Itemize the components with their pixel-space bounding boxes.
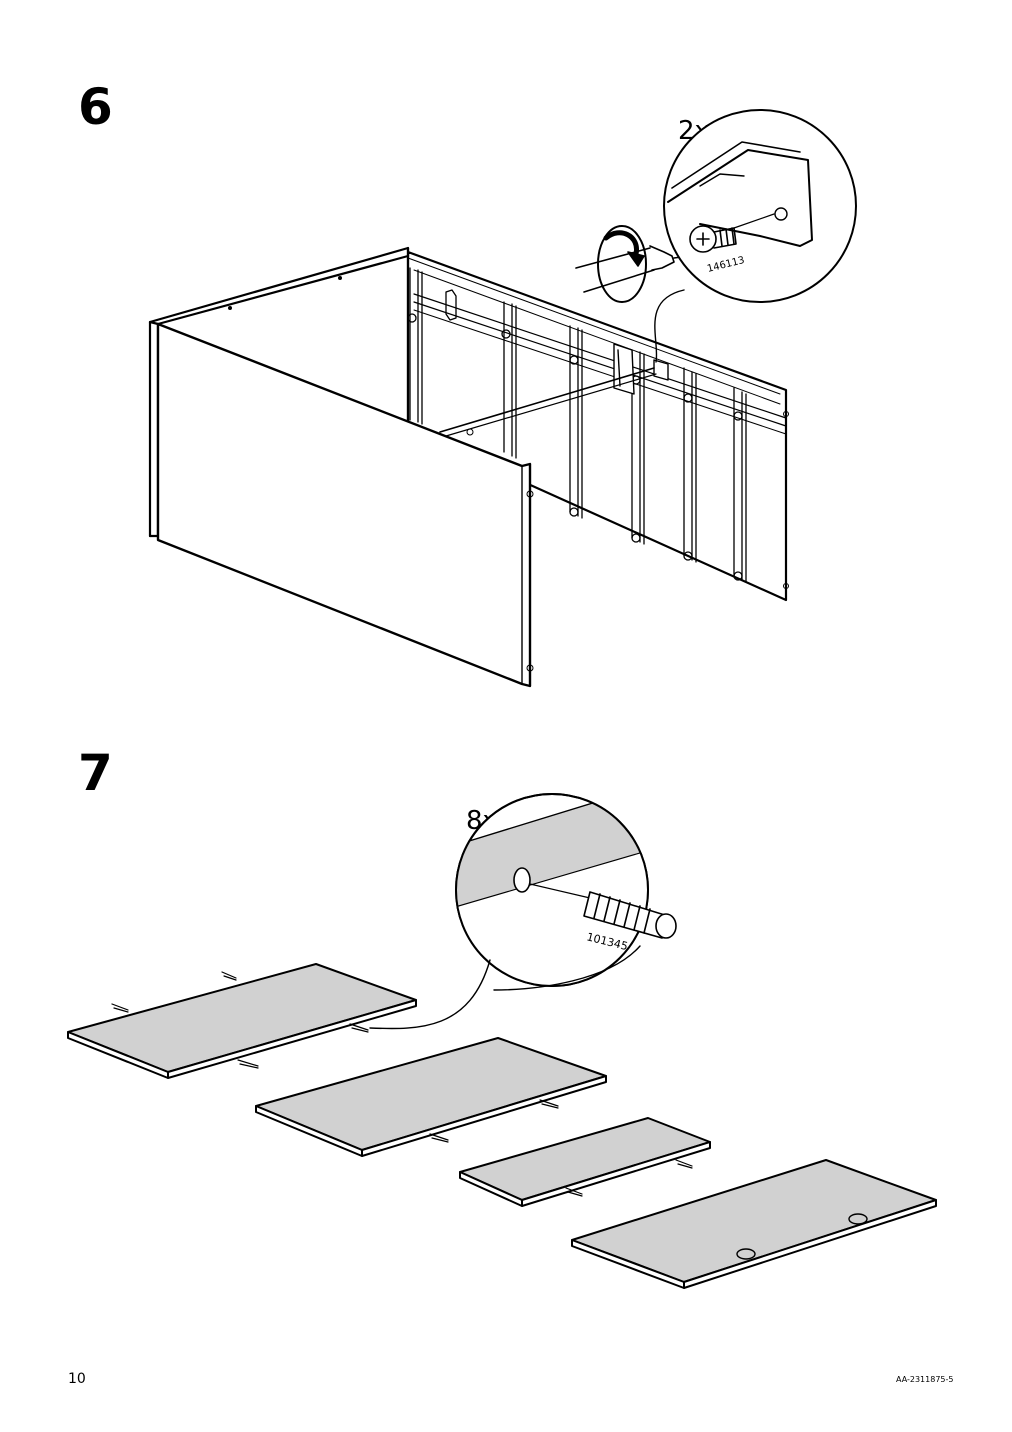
- dowels: [111, 971, 693, 1197]
- step-6-number: 6: [78, 78, 113, 136]
- front-panel: [156, 322, 789, 688]
- step-7-detail-callout: 101345: [369, 793, 677, 1030]
- screw-icon: [689, 225, 737, 253]
- panel-2: [255, 1037, 607, 1157]
- step-7-illustration: 101345: [67, 793, 937, 1289]
- page-number: 10: [68, 1371, 86, 1387]
- step-6-illustration: 146113: [148, 109, 857, 688]
- phillips-screwdriver-icon: [575, 225, 689, 303]
- wooden-dowel-icon: [583, 891, 677, 939]
- panel-1: [67, 963, 417, 1079]
- document-code: AA-2311875-5: [896, 1375, 954, 1384]
- cross-bar: [439, 367, 655, 433]
- step-7-number: 7: [78, 744, 113, 802]
- step-6-detail-callout: 146113: [654, 109, 857, 363]
- wood-panels: [67, 963, 937, 1289]
- panel-4: [571, 1159, 937, 1289]
- panel-3: [459, 1117, 711, 1207]
